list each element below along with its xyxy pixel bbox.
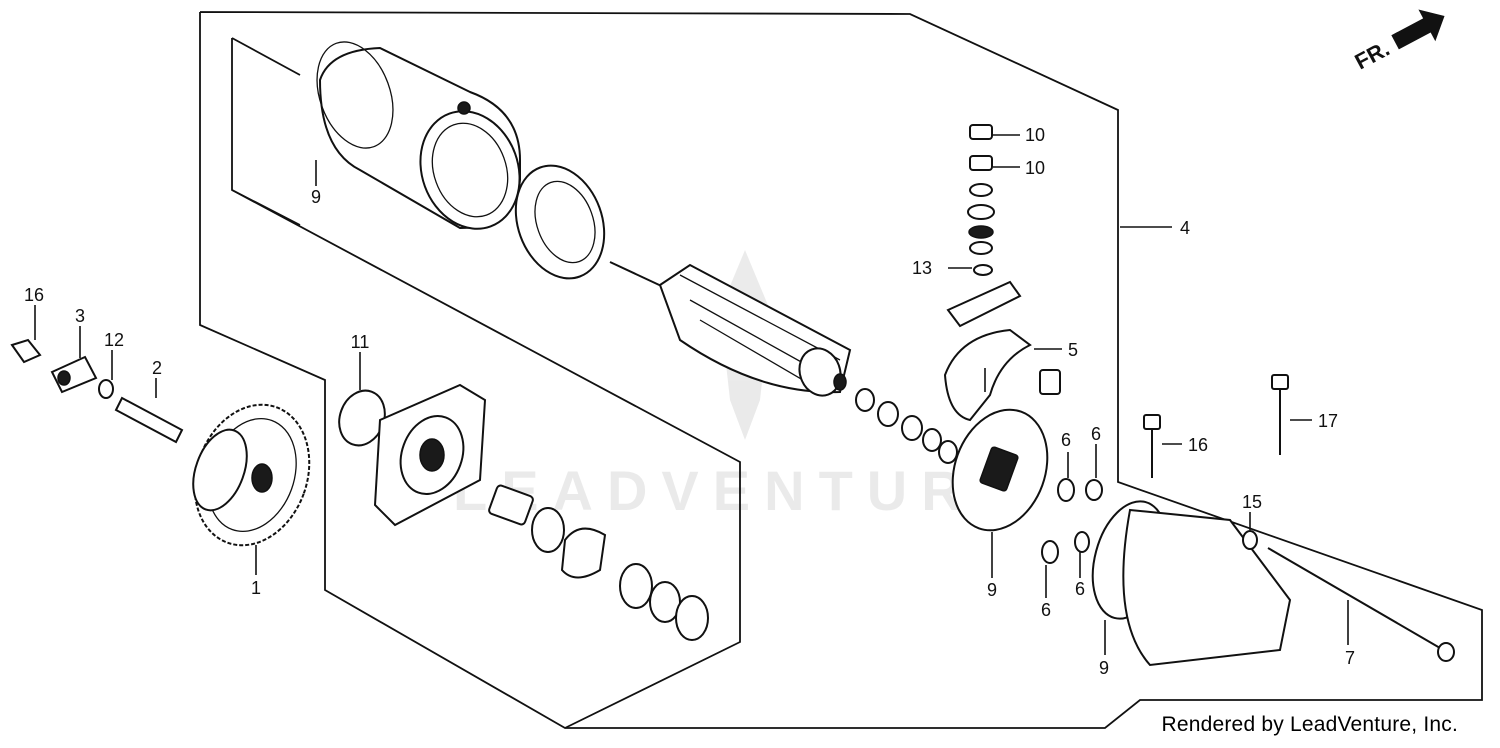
callout-10-lower: 10 — [1025, 158, 1045, 178]
front-direction-arrow: FR. — [1351, 9, 1445, 75]
rear-cover — [1091, 500, 1292, 667]
direction-label: FR. — [1351, 36, 1394, 75]
callout-12: 12 — [104, 330, 124, 350]
credit-text: Rendered by LeadVenture, Inc. — [1161, 713, 1458, 736]
bolts — [1143, 374, 1455, 662]
motor-yoke — [316, 41, 521, 230]
callout-5: 5 — [1068, 340, 1078, 360]
front-housing — [338, 383, 487, 527]
magnet-ring — [514, 164, 606, 280]
armature-washers — [855, 388, 958, 464]
callout-16: 16 — [1188, 435, 1208, 455]
callout-6-c: 6 — [1041, 600, 1051, 620]
starter-gear — [192, 403, 311, 547]
callout-13: 13 — [912, 258, 932, 278]
callout-6-d: 6 — [1075, 579, 1085, 599]
armature — [609, 261, 852, 397]
callout-4: 4 — [1180, 218, 1190, 238]
callout-8: 9 — [987, 580, 997, 600]
callout-9-bottom: 9 — [1099, 658, 1109, 678]
callout-14: 15 — [1242, 492, 1262, 512]
reduction-shaft — [10, 338, 184, 444]
brush-plate — [951, 408, 1049, 532]
callout-labels: 9 1 2 3 16 12 11 10 10 13 4 5 6 6 16 17 … — [24, 125, 1355, 678]
assembly-frame — [199, 11, 1483, 729]
callout-6-a: 6 — [1061, 430, 1071, 450]
callout-15: 16 — [24, 285, 44, 305]
leader-lines — [34, 134, 1349, 655]
callout-6-b: 6 — [1091, 424, 1101, 444]
callout-2: 2 — [152, 358, 162, 378]
callout-9-top: 9 — [311, 187, 321, 207]
callout-11: 11 — [351, 332, 370, 352]
callout-17: 17 — [1318, 411, 1338, 431]
brush-springs — [1041, 478, 1103, 564]
front-bearings — [488, 484, 709, 641]
callout-10-upper: 10 — [1025, 125, 1045, 145]
terminal-nut-stack — [946, 124, 1022, 328]
brush-holder — [943, 328, 1061, 422]
callout-3: 3 — [75, 306, 85, 326]
callout-7: 7 — [1345, 648, 1355, 668]
callout-1: 1 — [251, 578, 261, 598]
